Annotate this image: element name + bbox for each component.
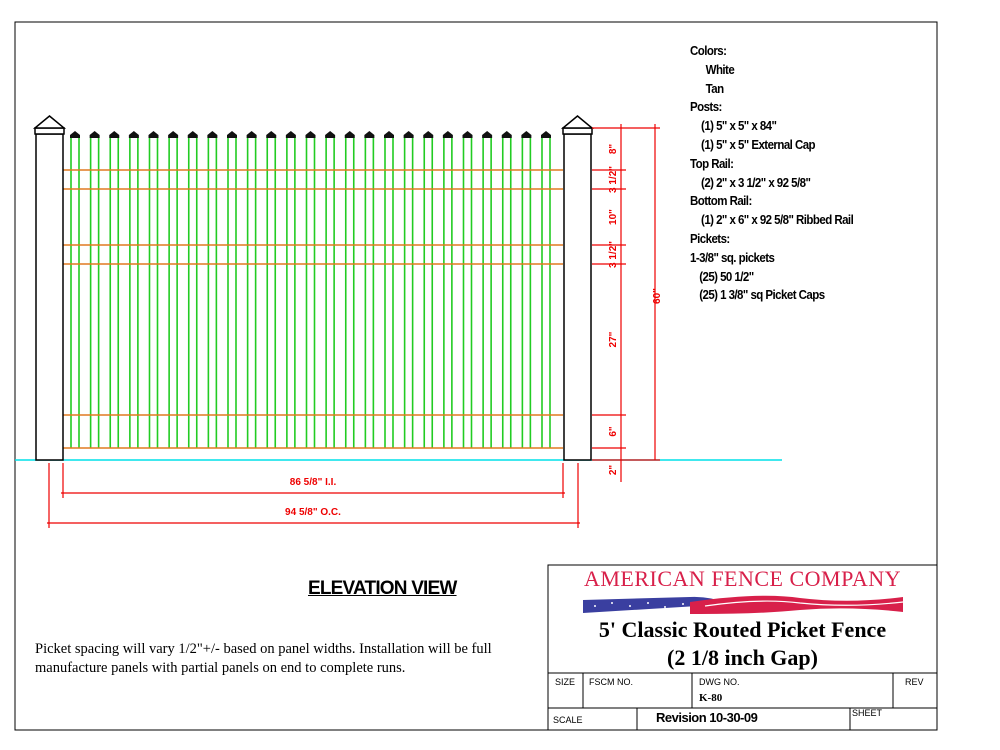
picket (462, 131, 473, 448)
picket-cap-icon (482, 131, 493, 138)
height-dimension-label: 27" (608, 331, 619, 347)
color-item: White (705, 62, 735, 77)
picket (442, 131, 453, 448)
picket (207, 131, 218, 448)
picket-cap-icon (89, 131, 100, 138)
color-item: Tan (705, 81, 724, 96)
picket-cap-icon (364, 131, 375, 138)
picket (482, 131, 493, 448)
picket-cap-icon (521, 131, 532, 138)
picket (305, 131, 316, 448)
picket-cap-icon (70, 131, 80, 138)
materials-notes: Colors: White Tan Posts: (1) 5" x 5" x 8… (690, 42, 854, 305)
picket-cap-icon (501, 131, 512, 138)
picket (168, 131, 179, 448)
view-title: ELEVATION VIEW (308, 578, 457, 599)
picket (187, 131, 198, 448)
overall-height-label: 60" (652, 288, 663, 304)
installation-note: Picket spacing will vary 1/2"+/- based o… (35, 641, 492, 676)
picket (403, 131, 414, 448)
picket (70, 131, 80, 448)
picket (109, 131, 120, 448)
picket-cap-icon (384, 131, 394, 138)
height-dimension-label: 8" (608, 144, 619, 155)
pickets-heading: Pickets: (690, 231, 730, 246)
bottom-rail-heading: Bottom Rail: (690, 194, 752, 209)
fscm-label: FSCM NO. (589, 677, 633, 687)
picket (285, 131, 296, 448)
picket (384, 131, 394, 448)
top-rail-heading: Top Rail: (690, 156, 734, 171)
pickets (70, 131, 551, 448)
picket-cap-icon (462, 131, 473, 138)
picket-cap-icon (128, 131, 139, 138)
rails (63, 169, 563, 449)
picket (423, 131, 434, 448)
picket-cap-icon (344, 131, 355, 138)
height-dimension-label: 10" (608, 209, 619, 225)
pickets-item: (25) 50 1/2" (699, 269, 754, 284)
picket-cap-icon (442, 131, 453, 138)
picket-cap-icon (246, 131, 257, 138)
picket-cap-icon (168, 131, 179, 138)
picket (246, 131, 257, 448)
picket (89, 131, 100, 448)
height-dimension-label: 3 1/2" (608, 166, 619, 193)
sheet-label: SHEET (852, 708, 883, 718)
left-post (32, 115, 67, 461)
posts-item: (1) 5" x 5" x 84" (701, 119, 777, 134)
picket-cap-icon (541, 131, 551, 138)
picket (501, 131, 512, 448)
picket-cap-icon (285, 131, 296, 138)
inside-width-label: 86 5/8" I.I. (290, 477, 337, 488)
height-dimension-label: 6" (608, 426, 619, 437)
scale-label: SCALE (553, 715, 583, 725)
flag-logo-icon (583, 595, 904, 614)
picket-cap-icon (325, 131, 336, 138)
colors-heading: Colors: (690, 44, 727, 58)
pickets-item: (25) 1 3/8" sq Picket Caps (699, 288, 825, 303)
drawing-subtitle: (2 1/8 inch Gap) (667, 645, 818, 670)
dwg-number: K-80 (699, 692, 723, 704)
picket-cap-icon (227, 131, 237, 138)
dwg-label: DWG NO. (699, 677, 740, 687)
picket-cap-icon (305, 131, 316, 138)
picket-cap-icon (207, 131, 218, 138)
drawing-title: 5' Classic Routed Picket Fence (598, 617, 887, 642)
picket (364, 131, 375, 448)
picket (541, 131, 551, 448)
size-label: SIZE (555, 677, 576, 687)
picket-cap-icon (403, 131, 414, 138)
company-logo: AMERICAN FENCE COMPANY (583, 566, 901, 591)
height-dimension-label: 3 1/2" (608, 241, 619, 268)
picket (266, 131, 277, 448)
right-post (560, 115, 595, 461)
picket (344, 131, 355, 448)
picket (148, 131, 159, 448)
height-dimension-label: 2" (608, 465, 619, 476)
bottom-rail-item: (1) 2" x 6" x 92 5/8" Ribbed Rail (701, 213, 854, 228)
picket (128, 131, 139, 448)
posts-item: (1) 5" x 5" External Cap (701, 137, 816, 152)
picket (325, 131, 336, 448)
height-dimensions (592, 124, 660, 482)
picket (521, 131, 532, 448)
title-block-grid (547, 564, 938, 731)
picket-cap-icon (423, 131, 434, 138)
picket-cap-icon (187, 131, 198, 138)
posts-heading: Posts: (690, 100, 722, 115)
top-rail-item: (2) 2" x 3 1/2" x 92 5/8" (701, 175, 811, 190)
sheet-border (14, 21, 938, 731)
rev-label: REV (905, 677, 924, 687)
center-width-label: 94 5/8" O.C. (285, 507, 341, 518)
picket (227, 131, 237, 448)
pickets-type: 1-3/8" sq. pickets (690, 250, 775, 265)
picket-cap-icon (148, 131, 159, 138)
revision-label: Revision 10-30-09 (656, 710, 758, 725)
width-dimensions (47, 463, 580, 528)
picket-cap-icon (109, 131, 120, 138)
picket-cap-icon (266, 131, 277, 138)
